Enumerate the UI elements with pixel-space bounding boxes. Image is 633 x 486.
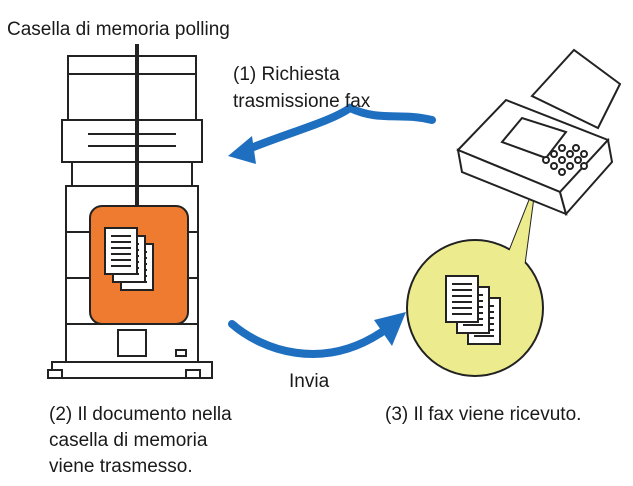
request-label-line2: trasmissione fax xyxy=(233,91,371,112)
received-bubble xyxy=(406,185,544,377)
received-label: (3) Il fax viene ricevuto. xyxy=(385,404,582,425)
document-label-line1: (2) Il documento nella xyxy=(49,404,232,425)
memory-box xyxy=(89,205,189,325)
send-arrow xyxy=(228,312,406,358)
request-arrow xyxy=(228,103,436,164)
fax-machine-icon xyxy=(456,48,622,217)
document-label-line2: casella di memoria xyxy=(49,430,208,451)
send-label: Invia xyxy=(289,371,330,392)
document-label-line3: viene trasmesso. xyxy=(49,456,193,477)
request-label-line1: (1) Richiesta xyxy=(233,64,340,85)
polling-box-label: Casella di memoria polling xyxy=(7,19,230,40)
document-stack-icon xyxy=(104,227,154,291)
